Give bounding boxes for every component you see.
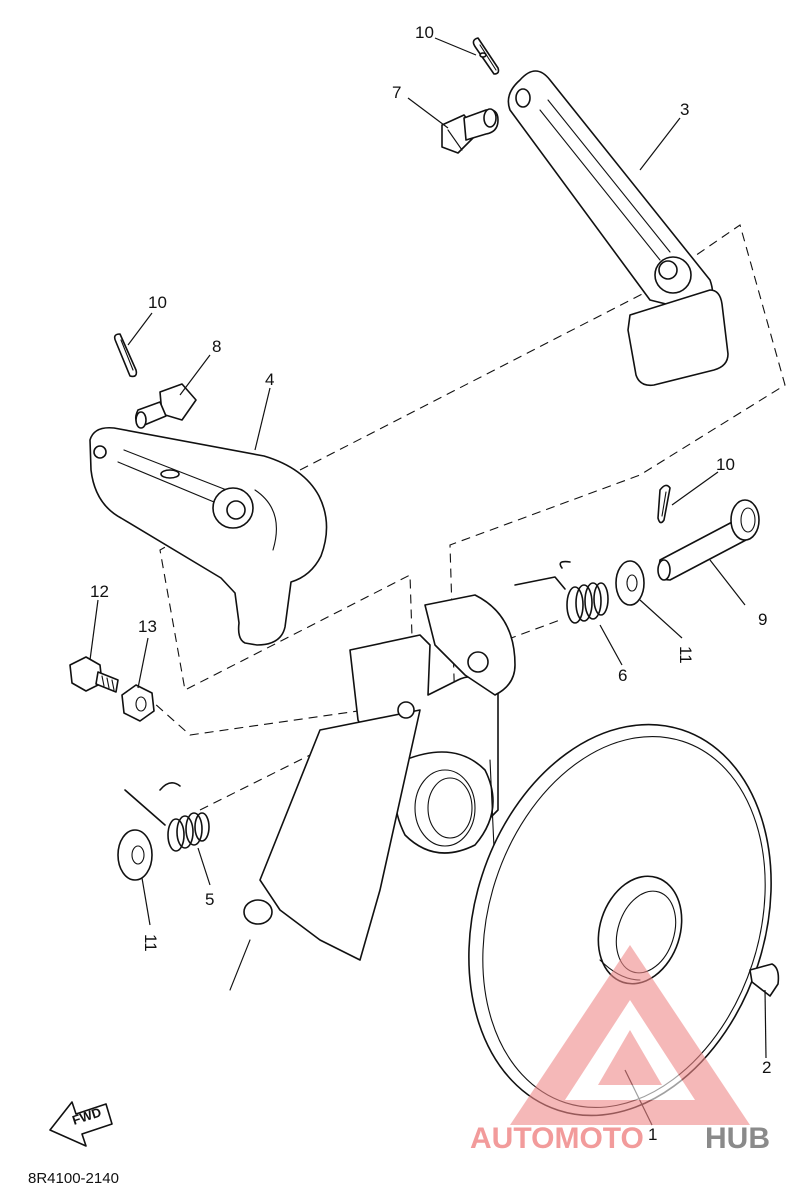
callout-3: 3 (680, 100, 689, 119)
watermark-logo: AUTOMOTO HUB (470, 945, 770, 1155)
callout-9: 9 (758, 610, 767, 629)
callout-12: 12 (90, 582, 109, 601)
callout-10-right: 10 (716, 455, 735, 474)
lever-arm-part-4 (89, 426, 328, 646)
callout-6: 6 (618, 666, 627, 685)
callout-11-right: 11 (676, 646, 695, 664)
cotter-pin-left (113, 333, 138, 378)
callout-13: 13 (138, 617, 157, 636)
callout-7: 7 (392, 83, 401, 102)
bolt-part-12 (69, 656, 119, 693)
callout-10-top: 10 (415, 23, 434, 42)
clevis-pin-part-9 (657, 499, 760, 581)
key-part-2 (749, 963, 780, 997)
washer-left (117, 829, 153, 881)
fwd-arrow: FWD (49, 1101, 113, 1147)
watermark-text-hub: HUB (705, 1122, 770, 1155)
watermark-text-automoto: AUTOMOTO (470, 1122, 644, 1155)
callout-11-left: 11 (141, 934, 160, 952)
torsion-spring-part-6 (514, 560, 609, 624)
watermark-triangle-icon (510, 945, 750, 1125)
callout-4: 4 (265, 370, 274, 389)
cotter-pin-top (472, 37, 500, 75)
cotter-pin-right (657, 484, 671, 524)
nut-part-13 (121, 684, 155, 722)
diagram-code: 8R4100-2140 (28, 1170, 119, 1187)
callout-labels: 10 7 3 10 8 4 10 12 13 9 11 6 5 11 2 1 (90, 23, 771, 1144)
torsion-spring-part-5 (124, 782, 210, 852)
callout-5: 5 (205, 890, 214, 909)
pin-part-8 (134, 383, 197, 429)
lever-arm-part-3 (507, 70, 729, 387)
callout-1: 1 (648, 1125, 657, 1144)
callout-2: 2 (762, 1058, 771, 1077)
callout-8: 8 (212, 337, 221, 356)
pin-part-7 (441, 108, 499, 154)
washer-right (615, 560, 645, 606)
bracket-housing (229, 594, 516, 991)
callout-10-left: 10 (148, 293, 167, 312)
